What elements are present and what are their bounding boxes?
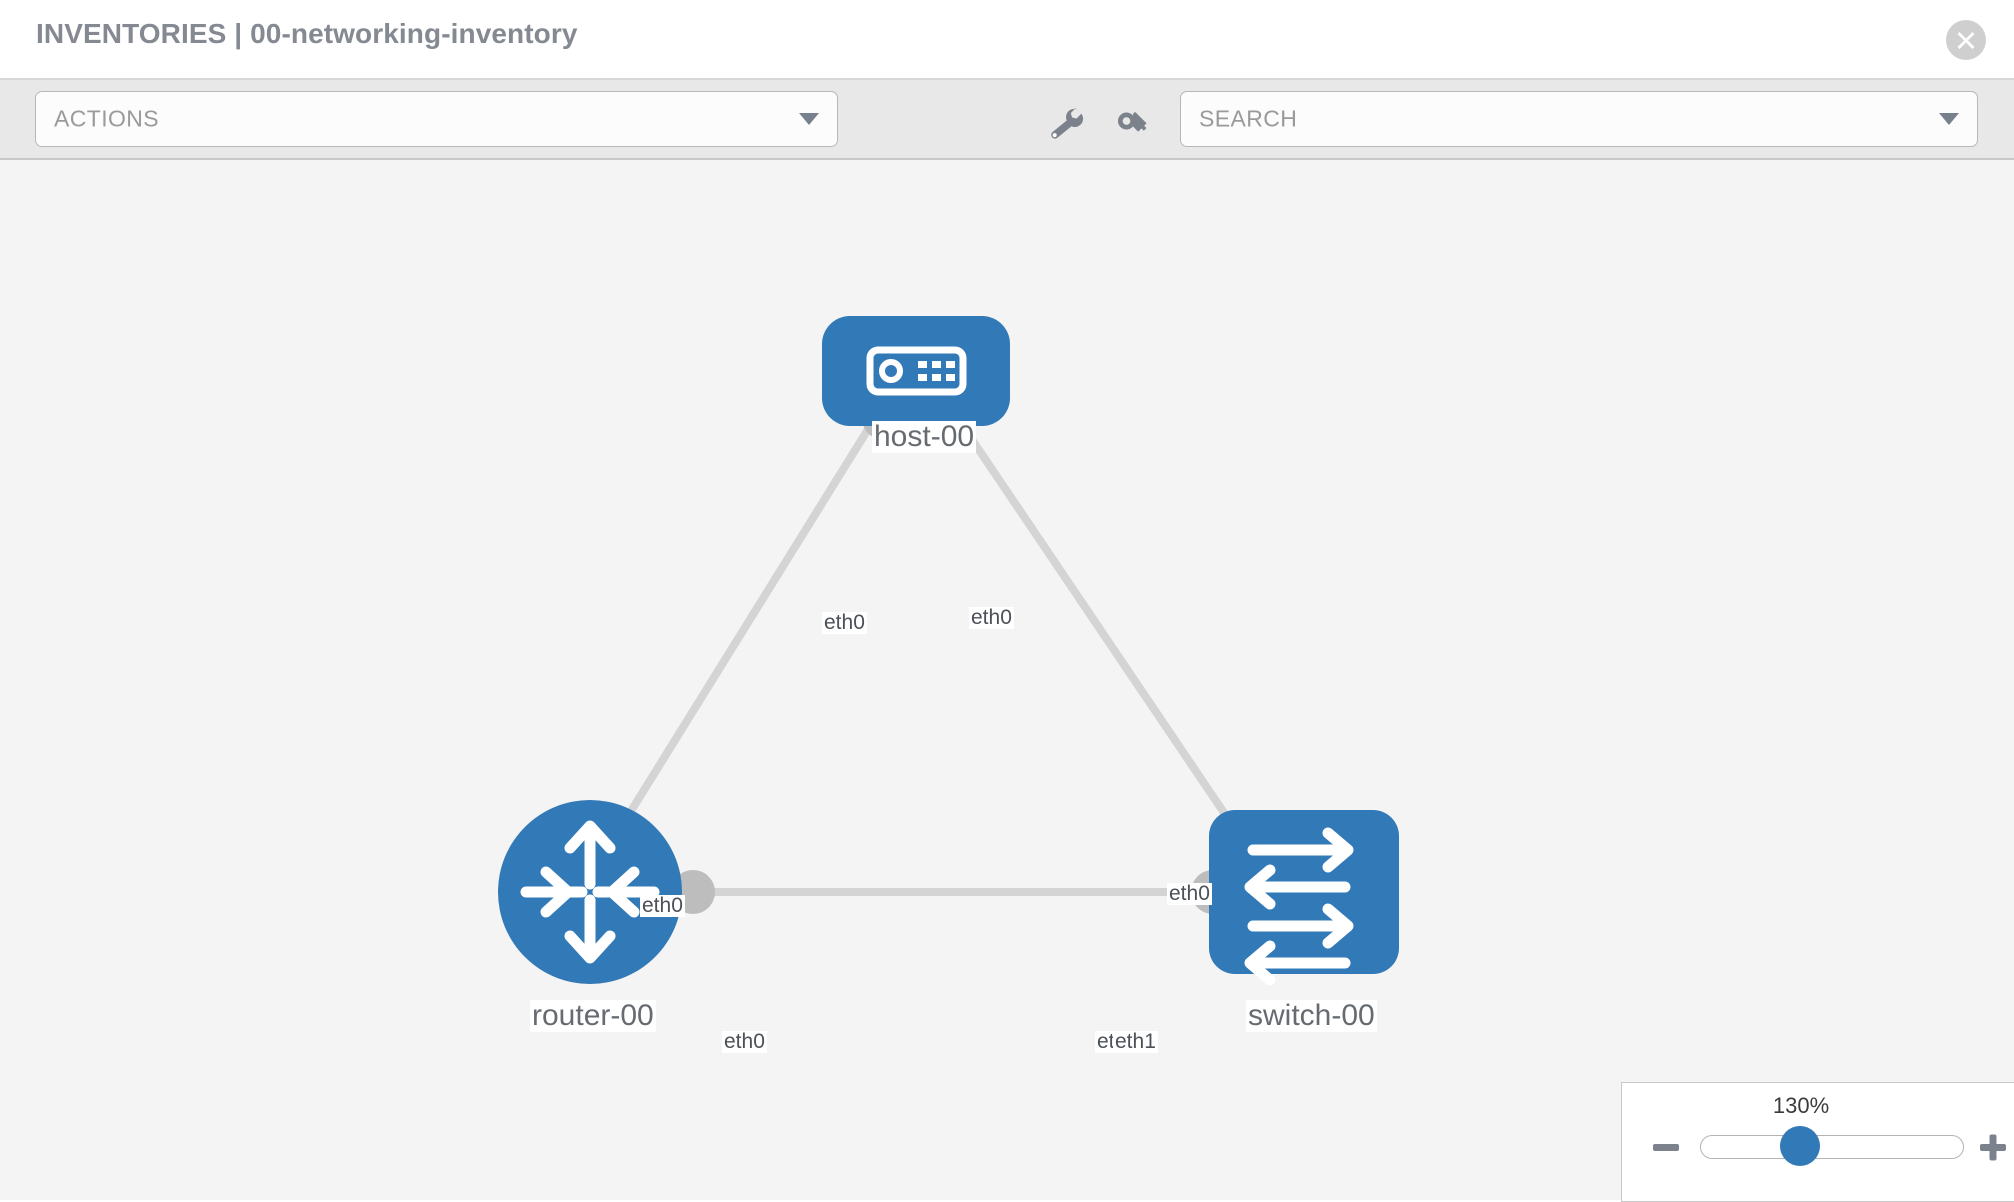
search-placeholder: SEARCH [1199,105,1298,132]
toolbar: ACTIONS SEARCH [0,80,2014,160]
close-icon[interactable] [1946,20,1986,60]
chevron-down-icon [1939,113,1959,125]
iface-label: eth0 [1167,882,1212,906]
actions-dropdown[interactable]: ACTIONS [35,91,838,147]
actions-dropdown-label: ACTIONS [54,105,160,132]
links-layer [614,407,1241,896]
zoom-in-button[interactable] [1977,1131,2009,1163]
node-label-router-00: router-00 [530,999,656,1032]
page-header: INVENTORIES | 00-networking-inventory [0,0,2014,80]
wrench-icon[interactable] [1046,106,1090,142]
node-label-switch-00: switch-00 [1246,999,1377,1032]
switch-arrows-icon [1244,827,1354,986]
iface-label: eth0 [640,894,685,918]
node-host-00-shape [822,316,1010,426]
node-label-host-00: host-00 [872,420,977,453]
router-arrows-icon [520,820,660,964]
topology-canvas[interactable]: host-00 router-00 switch-00 eth0 eth0 et… [0,160,2014,1200]
node-switch-00 [1209,810,1399,986]
node-router-00 [498,800,682,984]
zoom-out-button[interactable] [1650,1131,1682,1163]
interface-dots-layer [671,396,1262,914]
chevron-down-icon [799,113,819,125]
search-input[interactable]: SEARCH [1180,91,1978,147]
link-host00-router00 [614,407,884,835]
zoom-slider-track[interactable] [1700,1135,1964,1159]
iface-label: eth1 [1113,1030,1158,1054]
server-icon [866,346,967,396]
node-router-00-shape [498,800,682,984]
iface-label: eth0 [722,1030,767,1054]
zoom-level-label: 130% [1772,1093,1830,1118]
key-icon[interactable] [1112,106,1156,142]
zoom-control-panel: 130% [1621,1082,2014,1202]
node-host-00 [822,316,1010,426]
zoom-slider-handle[interactable] [1780,1126,1820,1166]
iface-label: eth0 [822,611,867,635]
iface-label: eth0 [969,606,1014,630]
topology-graph [498,316,1399,986]
link-host00-switch00 [948,407,1241,835]
page-title: INVENTORIES | 00-networking-inventory [36,18,578,49]
